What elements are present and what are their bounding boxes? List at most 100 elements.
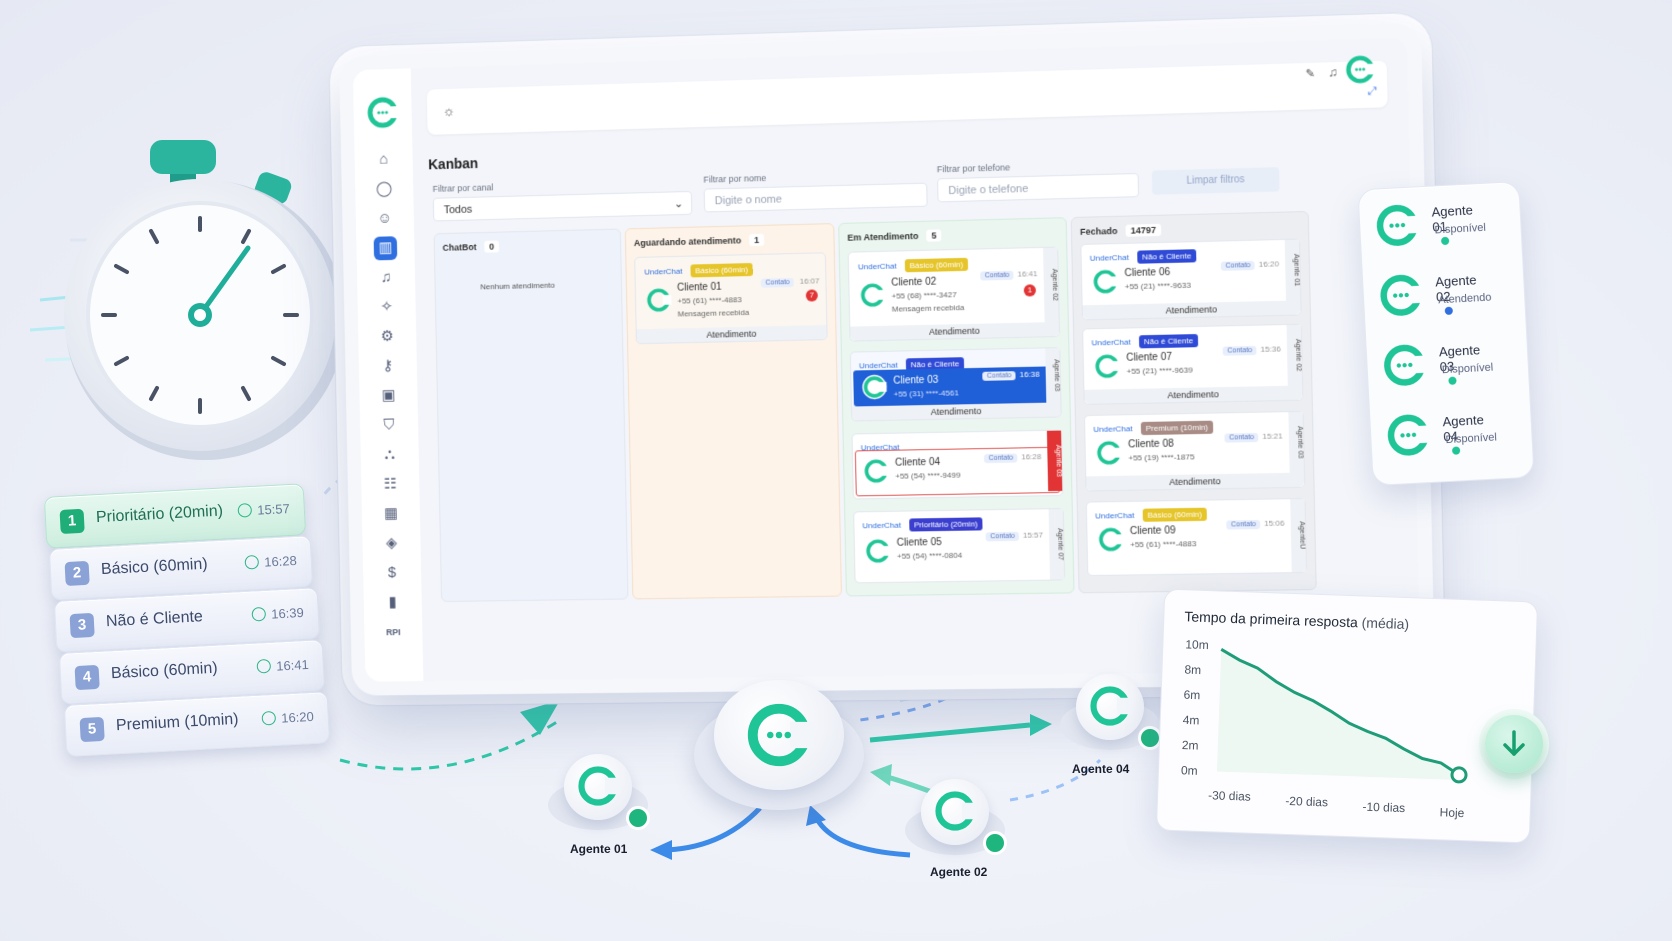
client-name: Cliente 06 <box>1124 266 1171 280</box>
top-bar: ☼ ✎ ♫ ⤢ <box>426 61 1388 135</box>
unread-count: 7 <box>805 289 818 302</box>
contact-badge: Contato <box>1221 260 1255 271</box>
y-tick-label: 8m <box>1184 663 1201 678</box>
column-count: 0 <box>484 240 500 253</box>
name-input[interactable]: Digite o nome <box>703 182 928 213</box>
x-tick-label: -30 dias <box>1208 788 1251 803</box>
key-icon[interactable]: ⚷ <box>382 357 394 375</box>
bot-icon[interactable]: ⚙ <box>380 327 394 345</box>
agent-tab: Agente 03 <box>1046 430 1063 492</box>
y-tick-label: 10m <box>1185 637 1209 652</box>
card-status: Atendimento <box>850 321 1060 341</box>
client-name: Cliente 07 <box>1126 351 1173 364</box>
agent-node-01[interactable]: Agente 01 <box>548 750 658 860</box>
agent-tab: Agente 02 <box>1043 247 1059 323</box>
agent-node-04[interactable]: Agente 04 <box>1060 670 1180 780</box>
agent-tab: AgenteU <box>1290 498 1307 573</box>
bolt-icon[interactable]: ✧ <box>380 298 393 316</box>
online-dot <box>983 831 1007 855</box>
clear-filters-button[interactable]: Limpar filtros <box>1151 167 1280 195</box>
y-tick-label: 4m <box>1183 713 1200 728</box>
agent-avatar-icon <box>1387 414 1432 456</box>
card-time: 15:06 <box>1263 518 1285 528</box>
column-title: Em Atendimento <box>847 230 919 243</box>
card-time: 15:36 <box>1260 344 1281 354</box>
status-dot <box>1448 376 1457 385</box>
card-status: Atendimento <box>636 325 827 344</box>
priority-tag: Não é Cliente <box>1136 249 1197 264</box>
agent-item[interactable]: Agente 03 Disponível <box>1380 339 1494 399</box>
client-avatar-icon <box>1096 439 1123 466</box>
phone-filter-label: Filtrar por telefone <box>936 162 1011 175</box>
agent-item[interactable]: Agente 01 Disponível <box>1373 200 1486 260</box>
ticket-card[interactable]: UnderChat Cliente 04 +55 (54) ****-9499 … <box>851 429 1064 500</box>
notification-icon[interactable]: ♫ <box>1328 65 1338 80</box>
client-avatar-icon <box>1097 526 1124 553</box>
rpi-label[interactable]: RPI <box>385 627 401 638</box>
contact-badge: Contato <box>1223 345 1257 356</box>
agent-tab: Agente 02 <box>1286 324 1303 386</box>
agent-status: Atendendo <box>1437 291 1492 307</box>
agent-logo-icon <box>1090 686 1132 726</box>
bell-icon[interactable]: ♫ <box>380 268 392 286</box>
kanban-icon[interactable]: ▥ <box>373 236 398 261</box>
column-title: Fechado <box>1079 225 1118 237</box>
channel-select[interactable]: Todos ⌄ <box>432 190 693 222</box>
org-icon[interactable]: ⛬ <box>384 446 395 463</box>
team-icon[interactable]: ☷ <box>383 475 397 493</box>
card-time: 16:07 <box>799 276 820 286</box>
card-time: 15:21 <box>1262 431 1283 441</box>
client-name: Cliente 09 <box>1129 525 1176 538</box>
source-tag: UnderChat <box>1095 510 1135 521</box>
arrow-down-icon <box>1503 730 1525 756</box>
client-phone: +55 (61) ****-4883 <box>1130 539 1197 550</box>
agent-item[interactable]: Agente 02 Atendendo <box>1377 270 1492 330</box>
client-avatar-icon <box>866 539 891 563</box>
contacts-icon[interactable]: ▣ <box>381 386 396 404</box>
expand-icon[interactable]: ⤢ <box>1367 85 1378 98</box>
agent-item[interactable]: Agente 04 Disponível <box>1384 409 1497 469</box>
dollar-icon[interactable]: $ <box>387 564 397 582</box>
shield-icon[interactable]: ⛉ <box>383 416 395 434</box>
contact-badge: Contato <box>986 531 1019 542</box>
client-avatar-icon <box>862 374 887 400</box>
home-icon[interactable]: ⌂ <box>379 150 389 168</box>
client-phone: +55 (21) ****-9639 <box>1126 365 1193 376</box>
agent-node-label: Agente 04 <box>1072 762 1130 776</box>
sun-icon[interactable]: ☼ <box>442 102 456 119</box>
client-name: Cliente 05 <box>896 537 942 549</box>
channel-select-value: Todos <box>443 203 473 217</box>
agent-tab: Agente 03 <box>1288 411 1304 473</box>
trend-down-button[interactable] <box>1485 715 1543 773</box>
y-tick-label: 6m <box>1183 688 1200 703</box>
phone-input[interactable]: Digite o telefone <box>937 172 1140 203</box>
client-name: Cliente 03 <box>893 374 939 387</box>
chat-icon[interactable]: ◯ <box>375 180 393 198</box>
users-icon[interactable]: ☺ <box>377 209 393 227</box>
building-icon[interactable]: ▦ <box>383 505 398 523</box>
agent-node-02[interactable]: Agente 02 <box>905 775 1025 885</box>
agent-avatar-icon <box>1380 274 1425 316</box>
contact-badge: Contato <box>980 270 1014 281</box>
client-phone: +55 (68) ****-3427 <box>891 290 957 301</box>
client-avatar-icon <box>861 283 886 307</box>
translate-icon[interactable]: ✎ <box>1305 67 1316 81</box>
agent-status: Disponível <box>1441 361 1494 377</box>
user-avatar-icon[interactable] <box>1345 55 1374 84</box>
chart-icon[interactable]: ▮ <box>388 593 397 611</box>
x-tick-label: -10 dias <box>1362 800 1405 815</box>
agent-logo-icon <box>578 766 620 806</box>
column-title: Aguardando atendimento <box>633 235 742 249</box>
box-icon[interactable]: ◈ <box>385 534 398 552</box>
